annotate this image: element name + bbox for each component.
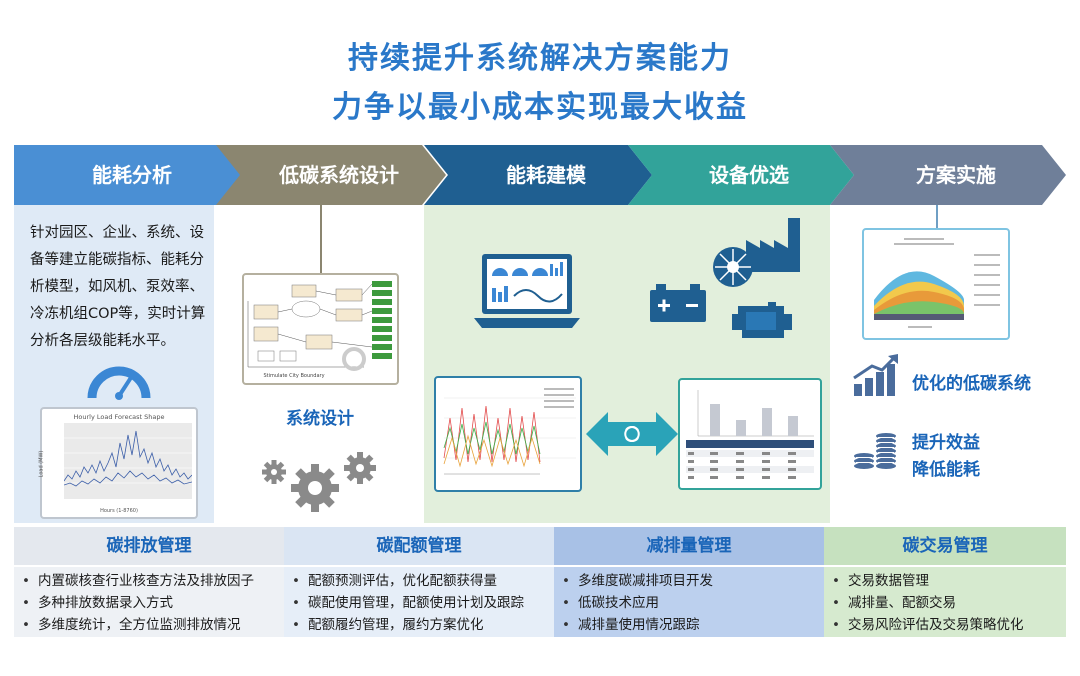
mgmt-title: 减排量管理 <box>646 536 732 556</box>
design-connector <box>320 205 322 273</box>
simulation-chart-card <box>434 376 582 492</box>
system-design-diagram: Stimulate City Boundary <box>242 273 399 385</box>
step-label: 能耗分析 <box>92 163 172 187</box>
growth-chart-icon <box>853 354 898 396</box>
mgmt-carbon-trading-header: 碳交易管理 <box>824 527 1066 565</box>
step-implementation[interactable]: 方案实施 <box>830 145 1066 205</box>
chart-xlabel: Hours (1-8760) <box>100 508 138 514</box>
step-energy-modeling[interactable]: 能耗建模 <box>424 145 652 205</box>
page-title: 持续提升系统解决方案能力 <box>348 41 732 76</box>
analysis-description: 针对园区、企业、系统、设备等建立能碳指标、能耗分析模型，如风机、泵效率、冷冻机组… <box>30 225 206 349</box>
implementation-area-chart-card <box>862 228 1010 340</box>
list-item: 减排量、配额交易 <box>832 592 1023 614</box>
list-item: 多种排放数据录入方式 <box>22 592 254 614</box>
benefit-improve-efficiency: 提升效益 <box>912 433 980 453</box>
gears-icon <box>262 452 376 512</box>
list-item: 交易数据管理 <box>832 570 1023 592</box>
step-low-carbon-design[interactable]: 低碳系统设计 <box>216 145 446 205</box>
list-item: 多维度碳减排项目开发 <box>562 570 713 592</box>
mgmt-carbon-quota-list: 配额预测评估，优化配额获得量 碳配使用管理，配额使用计划及跟踪 配额履约管理，履… <box>292 570 524 636</box>
monitor-dashboard-icon <box>474 254 580 328</box>
page-subtitle: 力争以最小成本实现最大收益 <box>332 90 748 125</box>
gauge-icon <box>87 366 151 400</box>
list-item: 低碳技术应用 <box>562 592 713 614</box>
step-equipment-selection[interactable]: 设备优选 <box>628 145 854 205</box>
step-label: 方案实施 <box>916 163 996 187</box>
mgmt-emission-reduction-header: 减排量管理 <box>554 527 824 565</box>
list-item: 内置碳核查行业核查方法及排放因子 <box>22 570 254 592</box>
step-label: 能耗建模 <box>506 163 586 187</box>
benefit-optimized-system: 优化的低碳系统 <box>912 374 1031 394</box>
mgmt-carbon-emission-list: 内置碳核查行业核查方法及排放因子 多种排放数据录入方式 多维度统计，全方位监测排… <box>22 570 254 636</box>
chart-title: Hourly Load Forecast Shape <box>73 413 165 421</box>
list-item: 碳配使用管理，配额使用计划及跟踪 <box>292 592 524 614</box>
battery-icon <box>650 284 706 322</box>
diagram-caption: Stimulate City Boundary <box>263 373 325 379</box>
coins-stack-icon <box>854 433 896 469</box>
implementation-connector <box>936 205 938 229</box>
list-item: 多维度统计，全方位监测排放情况 <box>22 614 254 636</box>
step-energy-analysis[interactable]: 能耗分析 <box>14 145 250 205</box>
list-item: 配额预测评估，优化配额获得量 <box>292 570 524 592</box>
list-item: 配额履约管理，履约方案优化 <box>292 614 524 636</box>
mgmt-carbon-quota-header: 碳配额管理 <box>284 527 554 565</box>
mgmt-emission-reduction-list: 多维度碳减排项目开发 低碳技术应用 减排量使用情况跟踪 <box>562 570 713 636</box>
turbine-icon <box>713 247 753 287</box>
sync-arrow-icon <box>586 412 678 456</box>
hourly-load-chart: Hourly Load Forecast Shape Load (MW) Hou… <box>38 407 198 519</box>
list-item: 交易风险评估及交易策略优化 <box>832 614 1024 636</box>
engine-icon <box>732 302 792 338</box>
mgmt-carbon-emission-header: 碳排放管理 <box>14 527 284 565</box>
mgmt-carbon-trading-list: 交易数据管理 减排量、配额交易 交易风险评估及交易策略优化 <box>832 570 1024 636</box>
step-label: 低碳系统设计 <box>279 163 399 187</box>
mgmt-title: 碳配额管理 <box>376 536 462 556</box>
mgmt-title: 碳交易管理 <box>902 536 988 556</box>
list-item: 减排量使用情况跟踪 <box>562 614 713 636</box>
system-design-label: 系统设计 <box>286 409 354 429</box>
equipment-bar-chart-card <box>678 378 822 490</box>
factory-icon <box>746 218 800 272</box>
mgmt-title: 碳排放管理 <box>106 536 192 556</box>
benefit-reduce-consumption: 降低能耗 <box>912 460 980 480</box>
chart-ylabel: Load (MW) <box>38 450 45 478</box>
step-label: 设备优选 <box>709 163 789 187</box>
